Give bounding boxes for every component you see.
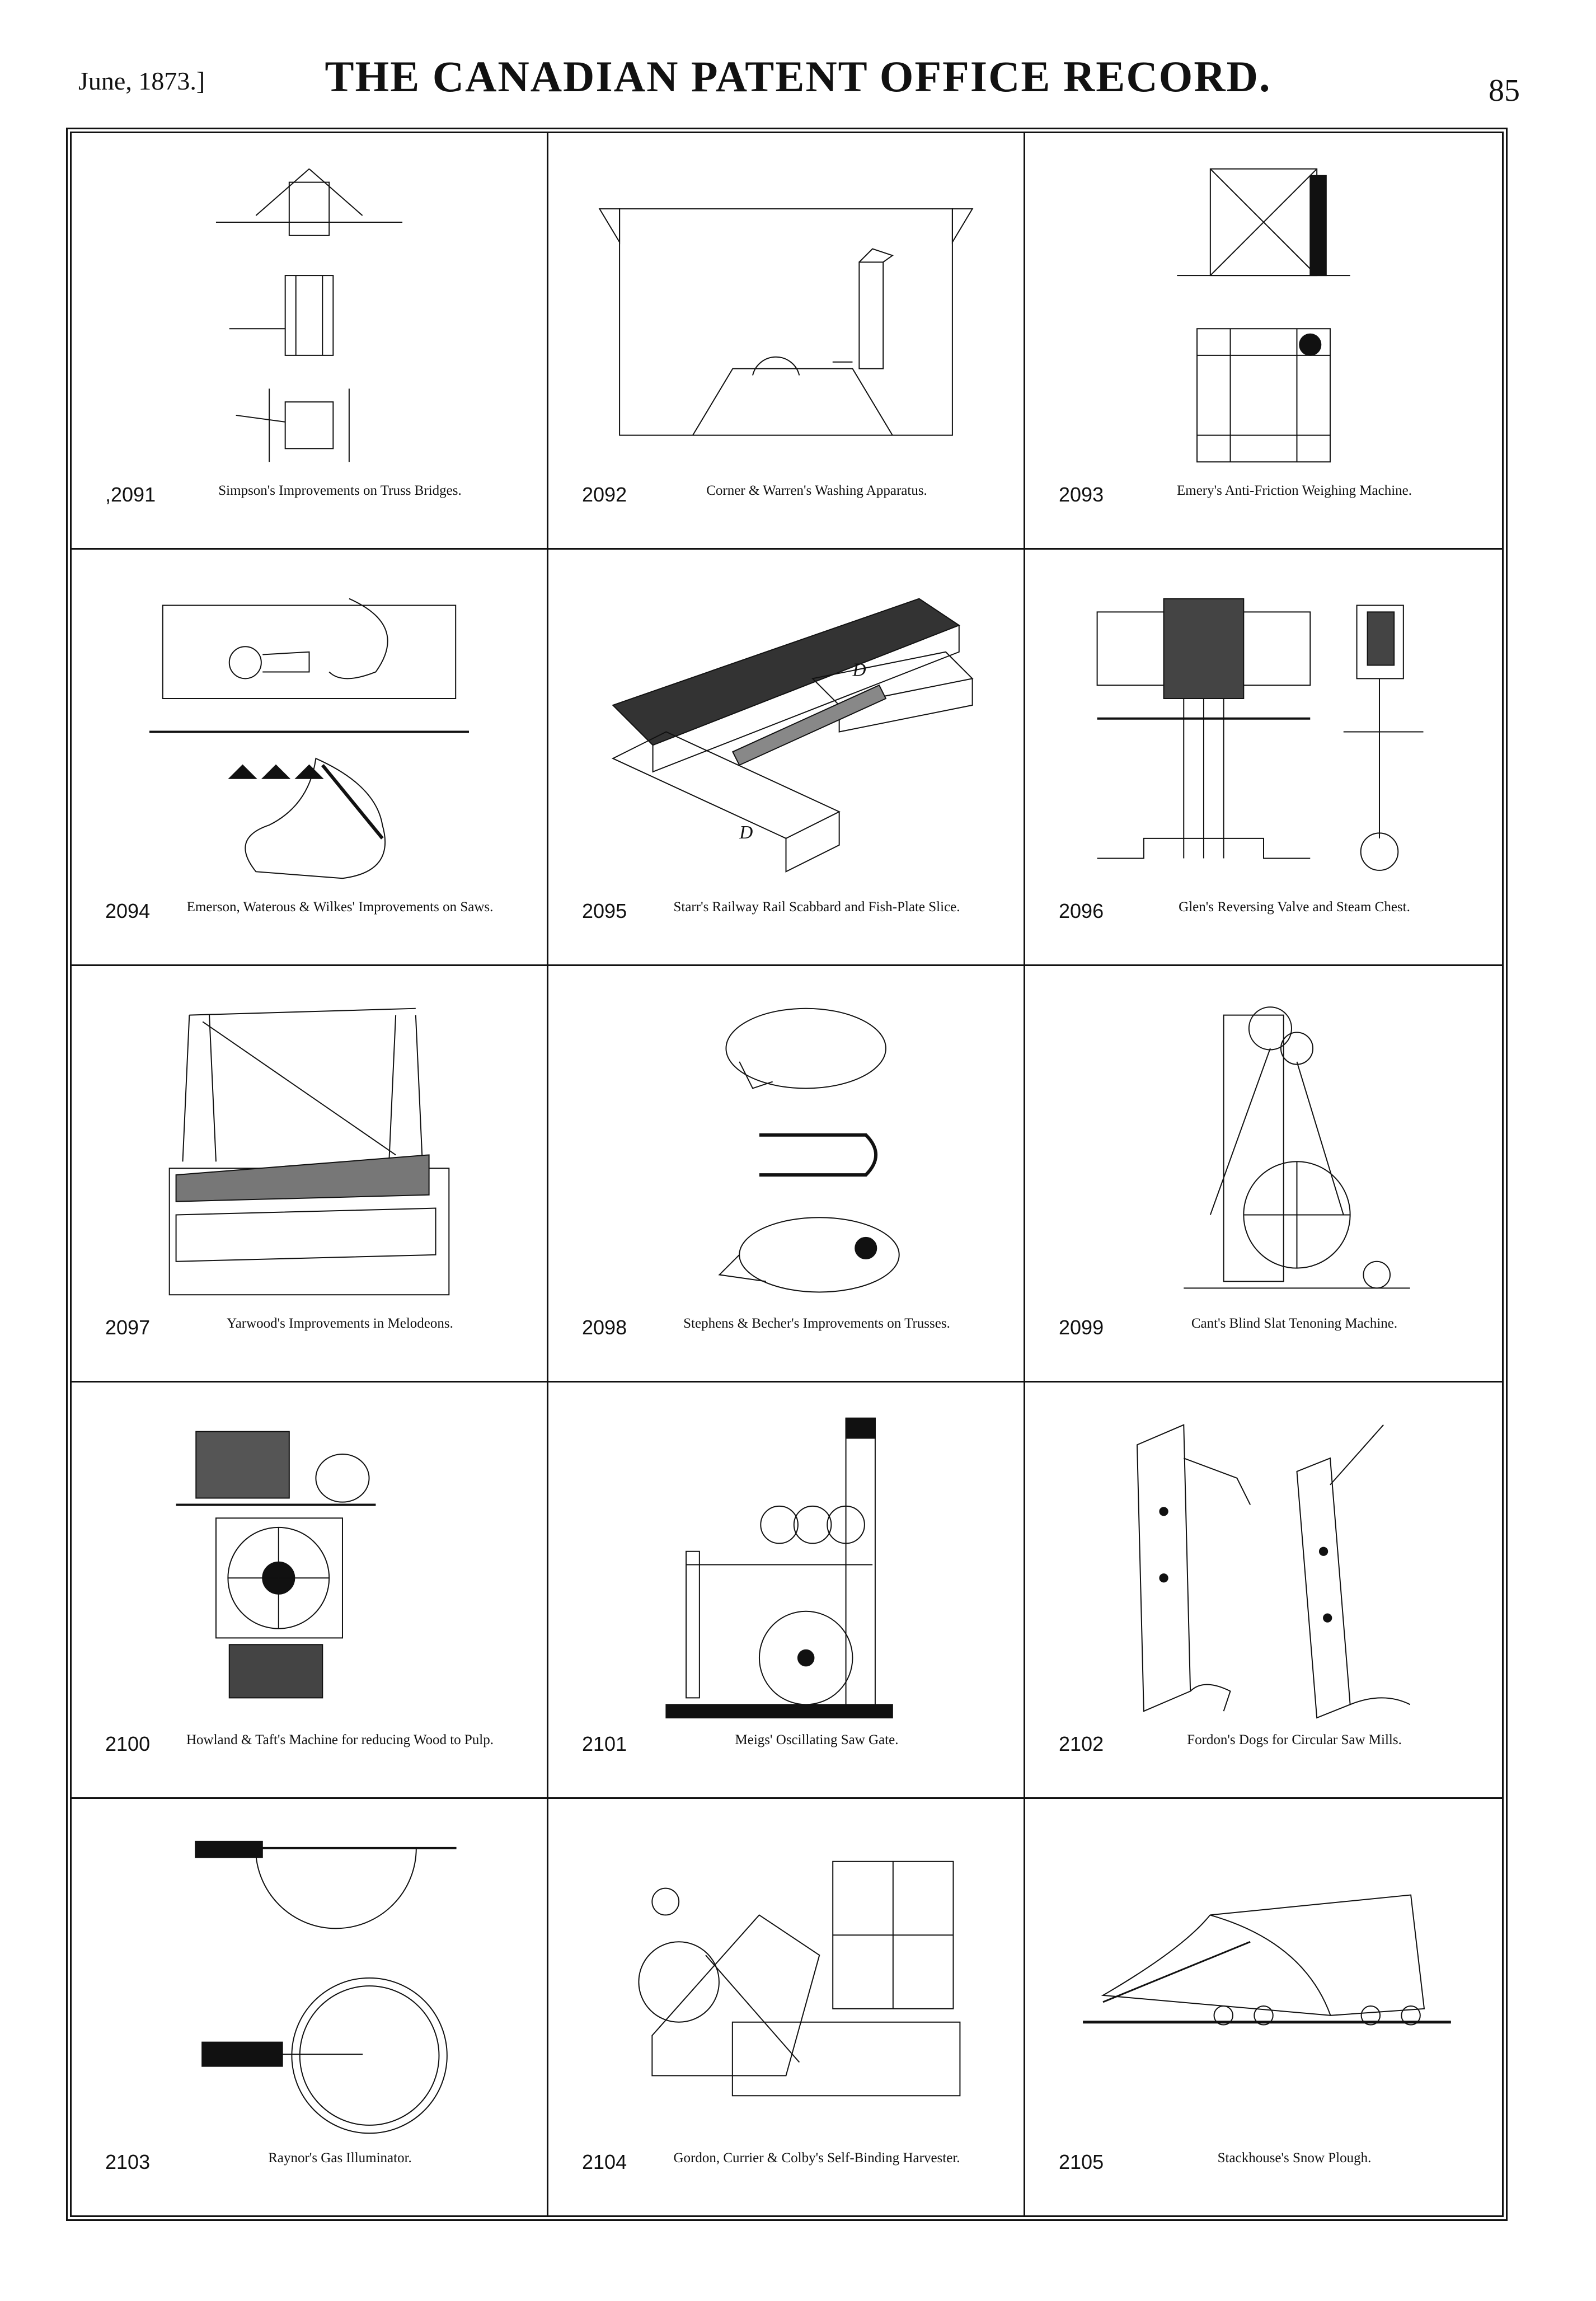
patent-title: Howland & Taft's Machine for reducing Wo… xyxy=(186,1732,494,1747)
patent-number: 2105 xyxy=(1059,2150,1104,2173)
patent-number: ,2091 xyxy=(105,483,156,506)
tenoning-machine-illustration xyxy=(1059,988,1468,1308)
saw-mill-dogs-illustration xyxy=(1059,1405,1468,1724)
patent-number: 2101 xyxy=(582,1732,627,1755)
entry-caption: 2099 Cant's Blind Slat Tenoning Machine. xyxy=(1059,1316,1480,1370)
patent-title: Gordon, Currier & Colby's Self-Binding H… xyxy=(673,2150,960,2166)
truss-bridge-illustration xyxy=(105,156,513,475)
entry-caption: 2094 Emerson, Waterous & Wilkes' Improve… xyxy=(105,899,524,953)
patent-entry-2102: 2102 Fordon's Dogs for Circular Saw Mill… xyxy=(1025,1383,1502,1799)
patent-entry-2096: 2096 Glen's Reversing Valve and Steam Ch… xyxy=(1025,550,1502,966)
patent-entry-2101: 2101 Meigs' Oscillating Saw Gate. xyxy=(548,1383,1025,1799)
patent-entry-2091: ,2091 Simpson's Improvements on Truss Br… xyxy=(72,133,548,550)
patent-plate-frame: ,2091 Simpson's Improvements on Truss Br… xyxy=(66,128,1508,2221)
page-number: 85 xyxy=(1489,73,1520,108)
patent-title: Yarwood's Improvements in Melodeons. xyxy=(227,1316,453,1331)
patent-title: Cant's Blind Slat Tenoning Machine. xyxy=(1191,1316,1398,1331)
page-header: June, 1873.] THE CANADIAN PATENT OFFICE … xyxy=(0,0,1596,129)
entry-caption: 2098 Stephens & Becher's Improvements on… xyxy=(582,1316,1001,1370)
patent-number: 2097 xyxy=(105,1316,151,1339)
patent-number: 2098 xyxy=(582,1316,627,1339)
patent-title: Starr's Railway Rail Scabbard and Fish-P… xyxy=(673,899,960,915)
patent-entry-2092: 2092 Corner & Warren's Washing Apparatus… xyxy=(548,133,1025,550)
gas-illuminator-illustration xyxy=(105,1821,513,2143)
steam-valve-illustration xyxy=(1059,572,1468,892)
entry-caption: 2093 Emery's Anti-Friction Weighing Mach… xyxy=(1059,483,1480,537)
patent-title: Simpson's Improvements on Truss Bridges. xyxy=(218,483,462,498)
entry-caption: 2092 Corner & Warren's Washing Apparatus… xyxy=(582,483,1001,537)
patent-entry-2095: D D 2095 Starr's Railway Rail Scabbard a… xyxy=(548,550,1025,966)
entry-caption: 2096 Glen's Reversing Valve and Steam Ch… xyxy=(1059,899,1480,953)
patent-title: Fordon's Dogs for Circular Saw Mills. xyxy=(1187,1732,1402,1747)
patent-title: Corner & Warren's Washing Apparatus. xyxy=(706,483,927,498)
snow-plough-illustration xyxy=(1059,1821,1468,2143)
patent-entry-2093: 2093 Emery's Anti-Friction Weighing Mach… xyxy=(1025,133,1502,550)
patent-entry-2099: 2099 Cant's Blind Slat Tenoning Machine. xyxy=(1025,966,1502,1383)
patent-entry-2103: 2103 Raynor's Gas Illuminator. xyxy=(72,1799,548,2215)
patent-title: Raynor's Gas Illuminator. xyxy=(268,2150,412,2166)
railway-rail-illustration: D D xyxy=(582,572,990,892)
patent-title: Stephens & Becher's Improvements on Trus… xyxy=(683,1316,950,1331)
entry-caption: 2097 Yarwood's Improvements in Melodeons… xyxy=(105,1316,524,1370)
entry-caption: 2101 Meigs' Oscillating Saw Gate. xyxy=(582,1732,1001,1786)
svg-text:D: D xyxy=(852,660,866,681)
patent-entry-2097: 2097 Yarwood's Improvements in Melodeons… xyxy=(72,966,548,1383)
entry-caption: 2104 Gordon, Currier & Colby's Self-Bind… xyxy=(582,2150,1001,2204)
truss-illustration xyxy=(582,988,990,1308)
entry-caption: 2095 Starr's Railway Rail Scabbard and F… xyxy=(582,899,1001,953)
weighing-machine-illustration xyxy=(1059,156,1468,475)
saw-gate-illustration xyxy=(582,1405,990,1724)
patent-number: 2092 xyxy=(582,483,627,506)
patent-number: 2093 xyxy=(1059,483,1104,506)
patent-number: 2104 xyxy=(582,2150,627,2173)
patent-number: 2102 xyxy=(1059,1732,1104,1755)
saw-illustration xyxy=(105,572,513,892)
melodeon-illustration xyxy=(105,988,513,1308)
patent-number: 2103 xyxy=(105,2150,151,2173)
entry-caption: 2105 Stackhouse's Snow Plough. xyxy=(1059,2150,1480,2204)
svg-text:D: D xyxy=(739,822,753,843)
patent-title: Emery's Anti-Friction Weighing Machine. xyxy=(1176,483,1412,498)
patent-grid: ,2091 Simpson's Improvements on Truss Br… xyxy=(72,133,1502,2215)
patent-entry-2104: 2104 Gordon, Currier & Colby's Self-Bind… xyxy=(548,1799,1025,2215)
patent-entry-2098: 2098 Stephens & Becher's Improvements on… xyxy=(548,966,1025,1383)
pulp-machine-illustration xyxy=(105,1405,513,1724)
patent-entry-2094: 2094 Emerson, Waterous & Wilkes' Improve… xyxy=(72,550,548,966)
patent-title: Meigs' Oscillating Saw Gate. xyxy=(735,1732,899,1747)
entry-caption: 2100 Howland & Taft's Machine for reduci… xyxy=(105,1732,524,1786)
patent-number: 2100 xyxy=(105,1732,151,1755)
page-title: THE CANADIAN PATENT OFFICE RECORD. xyxy=(325,52,1271,101)
harvester-illustration xyxy=(582,1821,990,2143)
patent-number: 2096 xyxy=(1059,899,1104,922)
entry-caption: 2103 Raynor's Gas Illuminator. xyxy=(105,2150,524,2204)
patent-number: 2099 xyxy=(1059,1316,1104,1339)
patent-number: 2094 xyxy=(105,899,151,922)
patent-entry-2100: 2100 Howland & Taft's Machine for reduci… xyxy=(72,1383,548,1799)
patent-entry-2105: 2105 Stackhouse's Snow Plough. xyxy=(1025,1799,1502,2215)
issue-date: June, 1873.] xyxy=(78,67,205,95)
patent-title: Glen's Reversing Valve and Steam Chest. xyxy=(1179,899,1410,915)
washing-apparatus-illustration xyxy=(582,156,990,475)
patent-title: Emerson, Waterous & Wilkes' Improvements… xyxy=(186,899,494,915)
patent-title: Stackhouse's Snow Plough. xyxy=(1217,2150,1372,2166)
entry-caption: ,2091 Simpson's Improvements on Truss Br… xyxy=(105,483,524,537)
patent-number: 2095 xyxy=(582,899,627,922)
entry-caption: 2102 Fordon's Dogs for Circular Saw Mill… xyxy=(1059,1732,1480,1786)
